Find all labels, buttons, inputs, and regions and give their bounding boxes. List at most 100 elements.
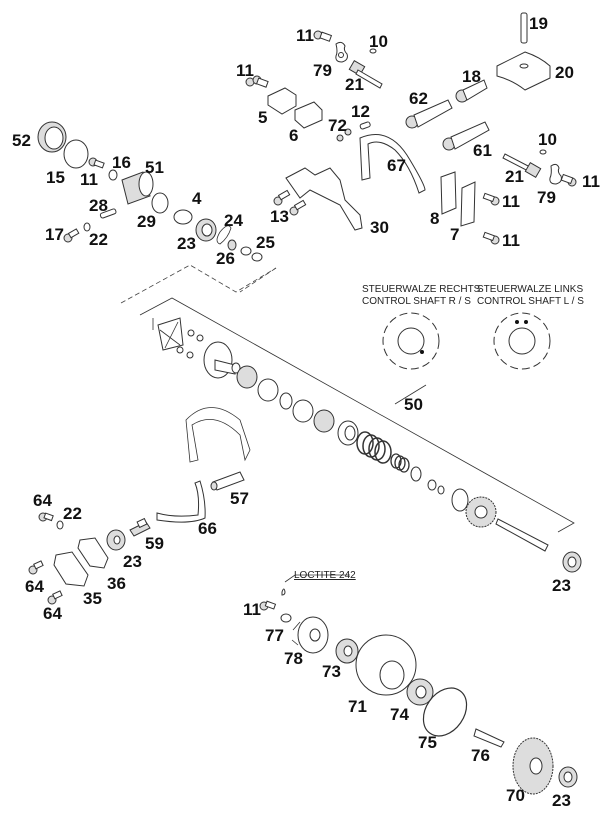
bolt-11-right-icon: [560, 173, 577, 187]
bolt-64-top-icon: [38, 512, 54, 522]
label-part-16: 16: [112, 153, 131, 172]
needle-bearing-b-icon: [313, 409, 335, 433]
label-part-72: 72: [328, 116, 347, 135]
ring-a-icon: [410, 466, 422, 482]
label-part-28: 28: [89, 196, 108, 215]
label-part-7: 7: [450, 225, 460, 244]
bushing-a-icon: [279, 392, 293, 410]
label-part-10: 10: [369, 32, 388, 51]
label-part-23: 23: [552, 791, 571, 810]
label-part-11: 11: [502, 231, 520, 250]
label-part-71: 71: [348, 697, 367, 716]
label-part-64: 64: [25, 577, 44, 596]
label-part-11: 11: [296, 26, 314, 45]
bolt-17-icon: [63, 228, 80, 243]
ring-c-icon: [437, 485, 445, 495]
washer-22-low-icon: [56, 520, 64, 530]
hub-disc-icon: [203, 341, 241, 379]
label-part-18: 18: [462, 67, 481, 86]
bolt-11-left-icon: [88, 157, 105, 169]
washer-25-b-icon: [251, 252, 263, 262]
bolt-11-pump-icon: [259, 600, 277, 611]
group-outline-dashed: [120, 264, 277, 304]
washer-16-icon: [108, 169, 118, 181]
housing-71-icon: [355, 634, 417, 696]
pin-57-icon: [210, 471, 245, 491]
label-part-64: 64: [43, 604, 62, 623]
label-part-13: 13: [270, 207, 289, 226]
shaft-21-right-icon: [502, 153, 542, 179]
bracket-79-top-icon: [335, 41, 348, 63]
label-part-79: 79: [313, 61, 332, 80]
bolt-64-low-icon: [47, 590, 63, 605]
control-shaft-right-de: STEUERWALZE RECHTS: [362, 284, 481, 295]
ring-b-icon: [427, 479, 437, 491]
lever-67-icon: [359, 134, 426, 194]
bolt-11-pair-icon: [245, 75, 269, 88]
control-shaft-left-note: STEUERWALZE LINKS CONTROL SHAFT L / S: [477, 284, 584, 308]
ball-a-icon: [187, 329, 195, 337]
label-part-17: 17: [45, 225, 64, 244]
washer-b-icon: [292, 399, 314, 423]
pin-12-icon: [359, 121, 371, 130]
nut-72-a-icon: [344, 128, 352, 136]
block-20-icon: [496, 51, 551, 91]
shaft-76-icon: [473, 728, 505, 748]
label-part-70: 70: [506, 786, 525, 805]
bearing-23-bottom-icon: [558, 766, 578, 788]
label-part-23: 23: [552, 576, 571, 595]
label-part-23: 23: [177, 234, 196, 253]
label-part-11: 11: [582, 172, 600, 191]
label-part-5: 5: [258, 108, 268, 127]
gasket-36-icon: [77, 537, 109, 569]
ball-d-icon: [186, 351, 194, 359]
washer-22-top-icon: [83, 222, 91, 232]
valve-18-icon: [455, 79, 488, 103]
label-part-79: 79: [537, 188, 556, 207]
label-part-4: 4: [192, 189, 202, 208]
label-part-50: 50: [404, 395, 423, 414]
control-shaft-left-en: CONTROL SHAFT L / S: [477, 296, 584, 307]
pin-28-icon: [99, 208, 117, 219]
spring-seat-icon: [337, 420, 359, 446]
bracket-79-right-icon: [549, 163, 562, 185]
label-part-25: 25: [256, 233, 275, 252]
nut-52-icon: [37, 121, 67, 153]
label-part-23: 23: [123, 552, 142, 571]
bolt-11-mid-icon: [482, 192, 500, 206]
label-part-74: 74: [390, 705, 409, 724]
needle-bearing-a-icon: [236, 365, 258, 389]
control-shaft-left-icon: [493, 312, 551, 370]
label-part-35: 35: [83, 589, 102, 608]
label-part-61: 61: [473, 141, 492, 160]
label-part-75: 75: [418, 733, 437, 752]
label-part-51: 51: [145, 158, 164, 177]
valve-61-icon: [442, 121, 490, 151]
impeller-78-icon: [291, 616, 329, 654]
control-shaft-right-icon: [382, 312, 440, 370]
oring-10-right-icon: [539, 149, 547, 155]
gasket-7-icon: [460, 181, 476, 227]
shaft-50-icon: [495, 518, 549, 552]
bearing-23-right-icon: [562, 551, 582, 573]
gear-50-icon: [465, 496, 497, 528]
oring-75-icon: [422, 687, 468, 737]
label-part-29: 29: [137, 212, 156, 231]
lever-67-ghost-icon: [185, 407, 251, 463]
loctite-drop-icon: [281, 588, 286, 596]
label-part-19: 19: [529, 14, 548, 33]
control-shaft-right-note: STEUERWALZE RECHTS CONTROL SHAFT R / S: [362, 284, 480, 308]
label-part-52: 52: [12, 131, 31, 150]
bolt-13-a-icon: [273, 189, 291, 206]
label-part-11: 11: [236, 61, 254, 80]
circlip-24-icon: [216, 225, 232, 245]
bracket-30-icon: [285, 167, 363, 231]
gasket-8-icon: [440, 171, 457, 215]
impeller-cam-icon: [152, 317, 184, 351]
oring-10-top-icon: [369, 48, 377, 54]
nut-72-b-icon: [336, 134, 344, 142]
label-part-78: 78: [284, 649, 303, 668]
spring-large-icon: [356, 431, 392, 464]
